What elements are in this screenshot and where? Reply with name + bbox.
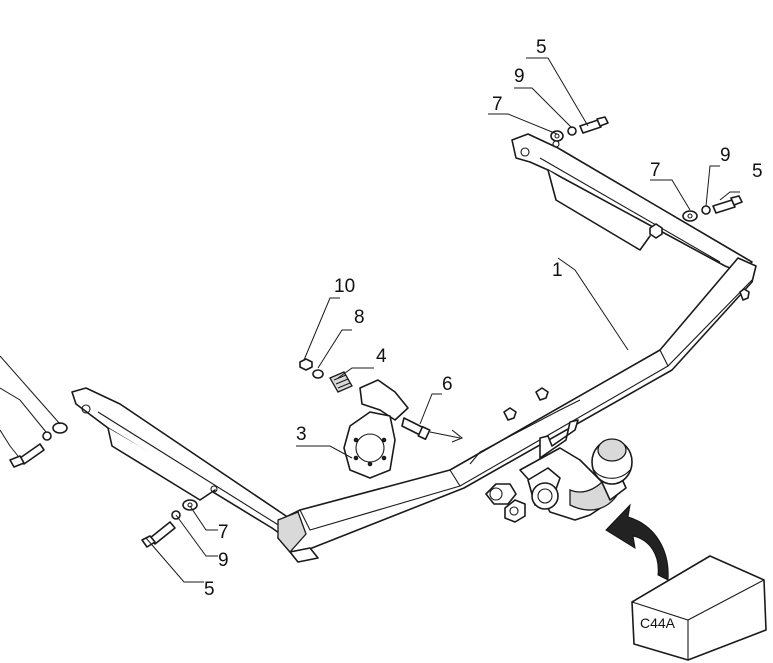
callout-spring-washer-top: 9 — [514, 66, 525, 87]
socket-plate-assembly — [299, 358, 464, 479]
right-fixings — [682, 195, 743, 222]
right-mounting-arm — [511, 133, 753, 273]
callout-labels: 1 3 4 5 5 5 6 7 7 7 8 9 9 9 10 — [204, 37, 763, 600]
kit-code-box: C44A — [631, 555, 767, 661]
callout-plate-nut: 10 — [334, 276, 355, 297]
callout-socket-plate: 3 — [296, 424, 307, 445]
bottom-fixings — [141, 499, 198, 548]
tow-ball-neck — [485, 419, 633, 523]
callout-spring-washer-bottom: 9 — [218, 550, 229, 571]
left-edge-fixings — [9, 422, 68, 468]
leader-lines — [0, 57, 740, 583]
callout-bolt-bottom: 5 — [204, 579, 215, 600]
callout-plate-washer: 8 — [354, 307, 365, 328]
callout-plate-spring: 4 — [376, 346, 387, 367]
callout-bolt-right: 5 — [752, 161, 763, 182]
callout-washer-right: 7 — [650, 160, 661, 181]
callout-washer-top: 7 — [492, 94, 503, 115]
callout-washer-bottom: 7 — [218, 522, 229, 543]
main-crossbeam — [277, 257, 757, 563]
callout-plate-bolt: 6 — [442, 374, 453, 395]
kit-code-label: C44A — [640, 615, 676, 631]
callout-spring-washer-right: 9 — [720, 145, 731, 166]
top-fixings — [550, 116, 609, 142]
callout-bolt-top: 5 — [536, 37, 547, 58]
curved-arrow-icon — [605, 503, 669, 581]
left-mounting-arm — [71, 387, 301, 539]
callout-frame: 1 — [552, 260, 563, 281]
